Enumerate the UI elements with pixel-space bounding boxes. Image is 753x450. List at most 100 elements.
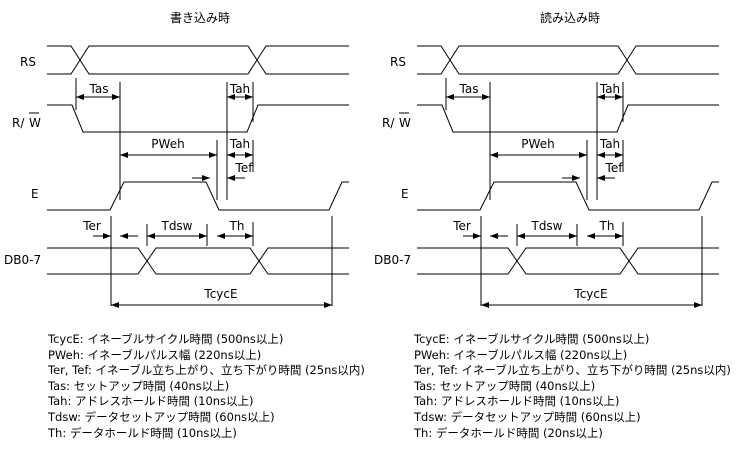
rs-bus-upper	[449, 45, 719, 61]
dim-tah-label: Tah	[599, 137, 620, 151]
dim-tef-label: Tef	[605, 161, 624, 175]
arrow-head	[615, 233, 623, 239]
signal-label-rs: RS	[20, 55, 36, 69]
dim-tah-top-label: Tah	[229, 82, 250, 96]
legend-line: PWeh: イネーブルパルス幅 (220ns以上)	[414, 347, 628, 362]
arrow-head	[694, 302, 702, 308]
db-bus-lower	[516, 260, 719, 275]
dim-pweh-label: PWeh	[151, 137, 184, 151]
arrow-head	[76, 94, 84, 100]
rw-waveform	[417, 104, 719, 133]
legend-line: Tah: アドレスホールド時間 (10ns以上)	[48, 394, 254, 409]
diagram-title: 書き込み時	[170, 11, 230, 25]
write-legend: TcycE: イネーブルサイクル時間 (500ns以上) PWeh: イネーブル…	[48, 332, 365, 441]
signal-label-rw-bar: W	[29, 116, 41, 130]
signal-label-rw: R/	[382, 116, 395, 130]
arrow-head	[245, 233, 253, 239]
db-bus-upper	[146, 247, 349, 262]
dim-tdsw-label: Tdsw	[160, 219, 192, 233]
legend-line: Ter, Tef: イネーブル立ち上がり、立ち下がり時間 (25ns以内)	[414, 363, 731, 378]
signal-label-e: E	[31, 187, 39, 201]
signal-label-rw: R/	[12, 116, 25, 130]
arrow-head	[120, 152, 128, 158]
signal-label-rs: RS	[390, 55, 406, 69]
arrow-head	[569, 233, 577, 239]
arrow-head	[597, 175, 605, 181]
legend-line: Tdsw: データセットアップ時間 (60ns以上)	[48, 409, 275, 424]
arrow-head	[202, 175, 210, 181]
dim-tas-label: Tas	[89, 82, 109, 96]
dim-tah-label: Tah	[229, 137, 250, 151]
arrow-head	[209, 152, 217, 158]
dim-ter-label: Ter	[452, 219, 471, 233]
arrow-head	[446, 94, 454, 100]
dim-ter-label: Ter	[82, 219, 101, 233]
arrow-head	[199, 233, 207, 239]
arrow-head	[482, 94, 490, 100]
arrow-head	[572, 175, 580, 181]
dim-tcyce-label: TcycE	[573, 287, 607, 301]
arrow-head	[490, 152, 498, 158]
dim-pweh-label: PWeh	[521, 137, 554, 151]
rs-bus-left	[417, 45, 451, 75]
arrow-head	[324, 302, 332, 308]
diagram-title: 読み込み時	[540, 10, 600, 25]
arrow-head	[490, 233, 498, 239]
legend-line: Th: データホールド時間 (10ns以上)	[48, 425, 237, 440]
read-legend: TcycE: イネーブルサイクル時間 (500ns以上) PWeh: イネーブル…	[414, 332, 731, 441]
arrow-head	[615, 152, 623, 158]
dim-tas-label: Tas	[459, 82, 479, 96]
arrow-head	[111, 302, 119, 308]
legend-line: TcycE: イネーブルサイクル時間 (500ns以上)	[48, 332, 284, 346]
legend-line: TcycE: イネーブルサイクル時間 (500ns以上)	[414, 332, 650, 346]
db-bus-left	[47, 247, 148, 275]
arrow-head	[597, 94, 605, 100]
dim-tdsw-label: Tdsw	[530, 219, 562, 233]
arrow-head	[245, 94, 253, 100]
arrow-head	[147, 233, 155, 239]
dim-th-label: Th	[229, 219, 245, 233]
arrow-head	[615, 94, 623, 100]
arrow-head	[473, 233, 481, 239]
legend-line: Tas: セットアップ時間 (40ns以上)	[48, 378, 230, 393]
signal-label-db: DB0-7	[374, 253, 411, 267]
rs-bus-left	[47, 45, 81, 75]
e-waveform	[47, 181, 349, 211]
signal-label-db: DB0-7	[4, 253, 41, 267]
rw-waveform	[47, 104, 349, 133]
arrow-head	[245, 152, 253, 158]
arrow-head	[227, 94, 235, 100]
signal-label-rw-bar: W	[399, 116, 411, 130]
dim-tah-top-label: Tah	[599, 82, 620, 96]
legend-line: Tah: アドレスホールド時間 (10ns以上)	[414, 394, 620, 409]
rs-bus-lower	[79, 59, 349, 75]
legend-line: PWeh: イネーブルパルス幅 (220ns以上)	[48, 347, 262, 362]
legend-line: Ter, Tef: イネーブル立ち上がり、立ち下がり時間 (25ns以内)	[48, 363, 365, 378]
legend-line: Tas: セットアップ時間 (40ns以上)	[414, 378, 596, 393]
arrow-head	[120, 233, 128, 239]
arrow-head	[481, 302, 489, 308]
arrow-head	[587, 233, 595, 239]
arrow-head	[227, 152, 235, 158]
arrow-head	[112, 94, 120, 100]
rs-bus-lower	[449, 59, 719, 75]
dim-tcyce-label: TcycE	[203, 287, 237, 301]
arrow-head	[227, 175, 235, 181]
legend-line: Tdsw: データセットアップ時間 (60ns以上)	[414, 409, 641, 424]
dim-tef-label: Tef	[235, 161, 254, 175]
rs-bus-upper	[79, 45, 349, 61]
db-bus-left	[417, 247, 518, 275]
arrow-head	[597, 152, 605, 158]
legend-line: Th: データホールド時間 (20ns以上)	[414, 425, 603, 440]
arrow-head	[579, 152, 587, 158]
signal-label-e: E	[401, 187, 409, 201]
arrow-head	[217, 233, 225, 239]
db-bus-upper	[516, 247, 719, 262]
e-waveform	[417, 181, 719, 211]
db-bus-lower	[146, 260, 349, 275]
dim-th-label: Th	[599, 219, 615, 233]
